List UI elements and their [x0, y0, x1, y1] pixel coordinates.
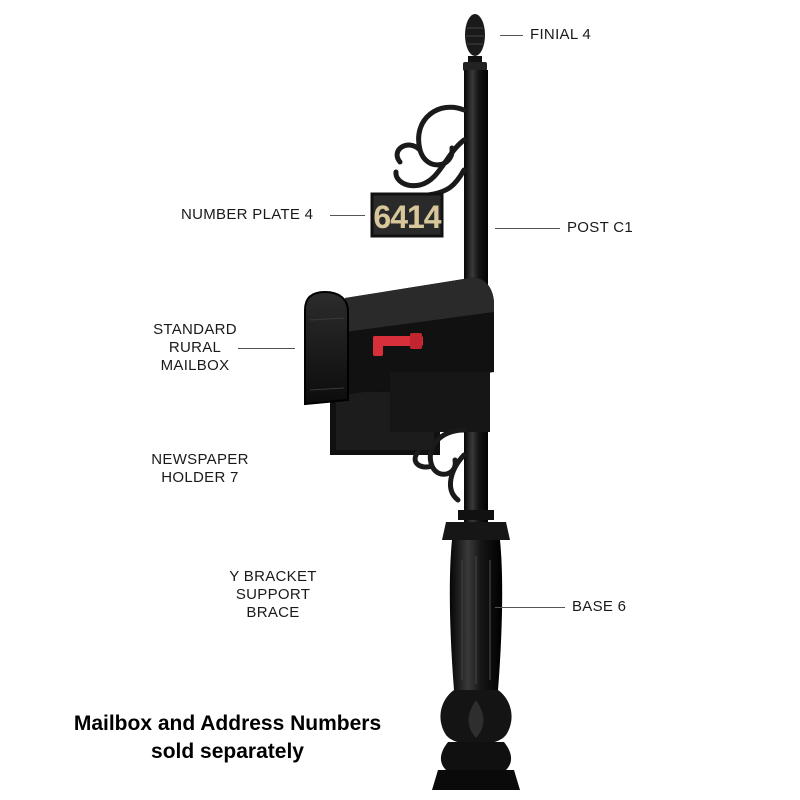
finial-leader — [500, 35, 523, 36]
finial-label: FINIAL 4 — [530, 26, 592, 43]
number-plate: 6414 — [370, 192, 444, 238]
base-label: BASE 6 — [572, 598, 627, 615]
number-plate-label: NUMBER PLATE 4 — [181, 206, 314, 223]
newspaper-holder-label: NEWSPAPER HOLDER 7 — [151, 451, 249, 486]
post-label: POST C1 — [567, 219, 634, 236]
post-base — [432, 510, 520, 790]
address-number: 6414 — [373, 199, 441, 235]
sold-separately-note: Mailbox and Address Numbers sold separat… — [73, 712, 382, 763]
lower-scroll-bracket — [412, 427, 467, 503]
mailbox — [304, 277, 494, 432]
mailbox-label: STANDARD RURAL MAILBOX — [153, 321, 237, 374]
number-plate-leader — [330, 215, 365, 216]
mailbox-leader — [238, 348, 295, 349]
finial — [463, 14, 487, 71]
upper-scroll-bracket — [393, 104, 467, 198]
post-leader — [495, 228, 560, 229]
base-leader — [495, 607, 565, 608]
y-bracket-label: Y BRACKET SUPPORT BRACE — [229, 568, 317, 621]
